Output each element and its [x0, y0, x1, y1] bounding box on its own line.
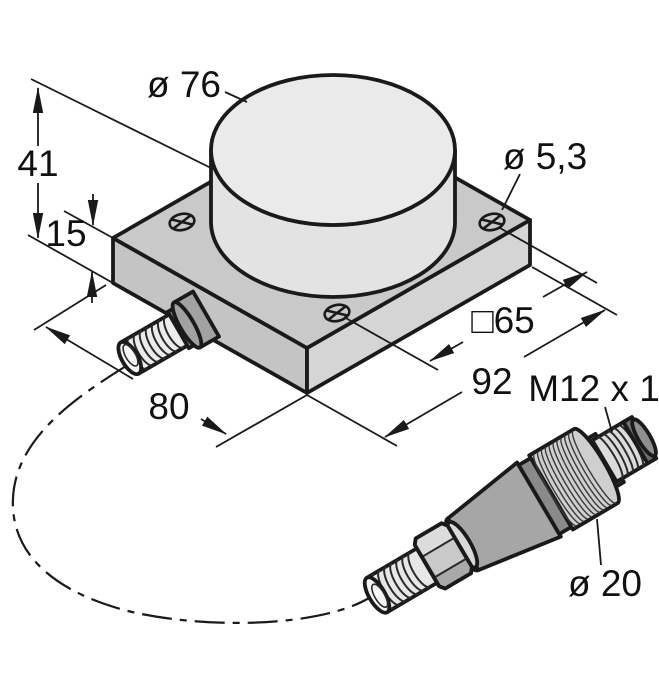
leader-dia53 — [501, 173, 521, 211]
ext-92-right — [531, 266, 618, 316]
dim-92-right — [523, 309, 606, 358]
label-total-height: 41 — [17, 143, 58, 184]
gland-collar-cap — [170, 300, 204, 350]
dimension-lines — [27, 78, 618, 566]
sensor-cylinder — [209, 73, 457, 299]
label-plate-thickness: 15 — [45, 213, 86, 254]
ext-80-left — [33, 284, 107, 331]
label-connector-thread: M12 x 1 — [528, 368, 659, 409]
m12-thread-line — [612, 427, 640, 471]
leader-m12 — [604, 406, 613, 433]
dim-80-left — [45, 326, 134, 380]
cable-thread-line — [383, 565, 407, 603]
m12-thread-line — [602, 433, 629, 477]
dim-92-left — [384, 391, 463, 438]
dimension-labels: ø 76 41 15 ø 5,3 □65 92 80 M12 x 1 ø 20 — [17, 64, 659, 604]
gland-thread-line — [132, 333, 155, 367]
cable-thread-line — [395, 558, 419, 596]
cable-thread-line — [407, 551, 431, 589]
connector-hex-nut — [412, 521, 474, 591]
label-hole-spacing: □65 — [471, 300, 535, 341]
hex-facet-line — [421, 536, 456, 558]
label-hole-diameter: ø 5,3 — [503, 136, 587, 177]
hex-top-facet — [414, 523, 455, 557]
hole-ellipse — [168, 212, 196, 232]
mounting-hole-right — [478, 212, 506, 232]
m12-thread-line — [607, 430, 634, 474]
leader-dia20 — [596, 518, 602, 566]
hole-ellipse — [323, 303, 351, 323]
label-plate-width: 80 — [148, 386, 189, 427]
ext-cylinder-top — [30, 78, 212, 169]
label-connector-diameter: ø 20 — [568, 563, 642, 604]
m12-thread-line — [596, 436, 624, 480]
cable-gland — [116, 289, 221, 376]
cable-thread-tip-inner — [371, 583, 389, 608]
dim-80-right — [200, 416, 227, 435]
label-plate-length: 92 — [471, 361, 512, 402]
ext-65-left — [343, 316, 439, 371]
hole-cross — [172, 214, 192, 230]
gland-thread-line — [150, 322, 173, 356]
cable-thread-line — [401, 555, 425, 592]
gland-thread-line — [138, 329, 161, 363]
cable-dashed-loop — [11, 365, 370, 624]
m12-connector — [362, 415, 659, 615]
hex-outline — [412, 521, 474, 591]
hole-cross — [327, 305, 347, 321]
hex-facet-line — [433, 557, 468, 579]
dim-65-left — [429, 341, 464, 362]
mounting-hole-front — [323, 303, 351, 323]
label-head-diameter: ø 76 — [147, 64, 221, 105]
dim-65-right — [542, 271, 588, 298]
cylinder-top-face — [209, 73, 457, 227]
hole-ellipse — [478, 212, 506, 232]
gland-thread-line — [144, 326, 167, 360]
leader-dia76 — [224, 91, 248, 103]
connector-end-face — [630, 417, 658, 458]
knurl-lines — [532, 430, 616, 527]
hex-bottom-facet — [434, 558, 472, 589]
cable-thread-tip — [362, 575, 392, 615]
gland-thread-line — [162, 315, 185, 349]
ext-80-right — [215, 394, 308, 448]
ext-92-left — [306, 394, 398, 447]
hole-cross — [482, 214, 502, 230]
gland-tip-inner — [122, 343, 139, 367]
mounting-hole-left — [168, 212, 196, 232]
cable-thread-line — [389, 562, 413, 599]
ext-plate-bottom-left — [27, 234, 114, 284]
